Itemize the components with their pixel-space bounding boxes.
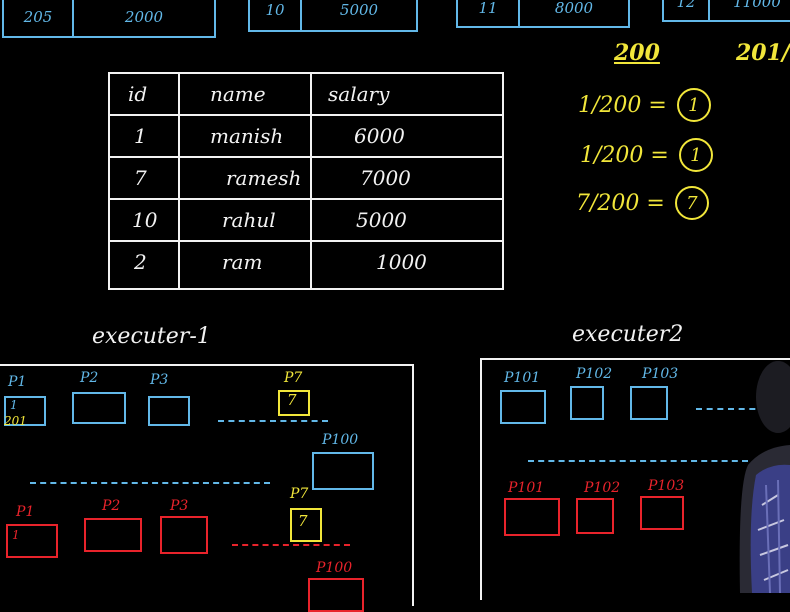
cell-name: manish [210, 124, 284, 148]
presenter-silhouette [739, 361, 790, 593]
salary-table: id name salary 1 manish 6000 7 ramesh 70… [108, 72, 504, 290]
table-header-row: id name salary [110, 74, 502, 116]
partition-box [308, 578, 364, 612]
cell-id: 7 [134, 166, 147, 190]
hash-result: 1 [676, 88, 711, 122]
partition-note: 201 [4, 414, 27, 428]
top-box-205: 205 2000 [2, 0, 216, 38]
partition-box [504, 498, 560, 536]
hash-header-200: 200 [614, 40, 660, 66]
partition-label: P1 [8, 374, 27, 390]
hash-result: 1 [678, 138, 713, 172]
executor1-box [0, 364, 414, 606]
cell-id: 2 [134, 250, 147, 274]
dashed-separator [218, 420, 328, 422]
top-box-11: 11 8000 [456, 0, 630, 28]
partition-box [570, 386, 604, 420]
hash-expr: 1/200 = [580, 142, 669, 168]
hash-expr: 1/200 = [578, 92, 667, 118]
top-box-key: 205 [4, 0, 74, 36]
partition-box [72, 392, 126, 424]
top-box-key: 10 [250, 0, 302, 30]
partition-box [630, 386, 668, 420]
cell-name: rahul [222, 208, 276, 232]
cell-id: 1 [134, 124, 147, 148]
partition-box [312, 452, 374, 490]
partition-label: P102 [584, 480, 621, 496]
partition-box [84, 518, 142, 552]
top-box-value: 2000 [124, 8, 164, 26]
partition-label: P3 [170, 498, 189, 514]
cell-salary: 5000 [356, 208, 407, 232]
table-row: 10 rahul 5000 [110, 200, 502, 242]
partition-box [6, 524, 58, 558]
partition-label: P2 [102, 498, 121, 514]
top-box-key: 12 [664, 0, 710, 20]
table-row: 7 ramesh 7000 [110, 158, 502, 200]
partition-content: 1 [10, 398, 18, 412]
partition-label: P3 [150, 372, 169, 388]
cell-salary: 7000 [360, 166, 411, 190]
hash-result: 7 [674, 186, 709, 220]
partition-label: P101 [508, 480, 545, 496]
partition-label: P101 [504, 370, 541, 386]
top-box-value: 11000 [733, 0, 781, 11]
executor2-box [480, 358, 790, 600]
partition-label: P103 [642, 366, 679, 382]
partition-box [148, 396, 190, 426]
cell-id: 10 [132, 208, 158, 232]
cell-salary: 6000 [354, 124, 405, 148]
dashed-separator [232, 544, 350, 546]
col-divider [310, 74, 312, 288]
partition-content: 7 [298, 512, 308, 530]
partition-label: P102 [576, 366, 613, 382]
hash-header-201: 201/ [736, 40, 790, 66]
dashed-separator [30, 482, 270, 484]
partition-label: P100 [316, 560, 353, 576]
partition-label: P100 [322, 432, 359, 448]
header-salary: salary [328, 82, 390, 106]
hash-expr: 7/200 = [576, 190, 665, 216]
partition-box [160, 516, 208, 554]
table-row: 2 ram 1000 [110, 242, 502, 282]
top-box-value: 5000 [339, 1, 379, 19]
header-id: id [128, 82, 148, 106]
partition-label: P2 [80, 370, 99, 386]
dashed-separator [528, 460, 748, 462]
partition-content: 1 [12, 528, 20, 542]
partition-box [290, 508, 322, 542]
top-box-12: 12 11000 [662, 0, 790, 22]
cell-name: ram [222, 250, 263, 274]
partition-label: P7 [284, 370, 303, 386]
hash-line-1: 1/200 = 1 [578, 88, 711, 122]
top-box-key: 11 [458, 0, 520, 26]
top-box-10: 10 5000 [248, 0, 418, 32]
partition-label: P7 [290, 486, 309, 502]
executor1-title: executer-1 [92, 324, 211, 349]
partition-label: P103 [648, 478, 685, 494]
top-box-value: 8000 [554, 0, 594, 17]
partition-box [4, 396, 46, 426]
hash-line-3: 7/200 = 7 [576, 186, 709, 220]
partition-box [278, 390, 310, 416]
partition-box [576, 498, 614, 534]
cell-name: ramesh [226, 166, 302, 190]
table-row: 1 manish 6000 [110, 116, 502, 158]
dashed-separator [696, 408, 766, 410]
partition-box [500, 390, 546, 424]
hash-line-2: 1/200 = 1 [580, 138, 713, 172]
cell-salary: 1000 [376, 250, 427, 274]
partition-box [640, 496, 684, 530]
executor2-title: executer2 [572, 322, 684, 347]
partition-label: P1 [16, 504, 35, 520]
col-divider [178, 74, 180, 288]
partition-content: 7 [287, 391, 297, 409]
header-name: name [210, 82, 266, 106]
